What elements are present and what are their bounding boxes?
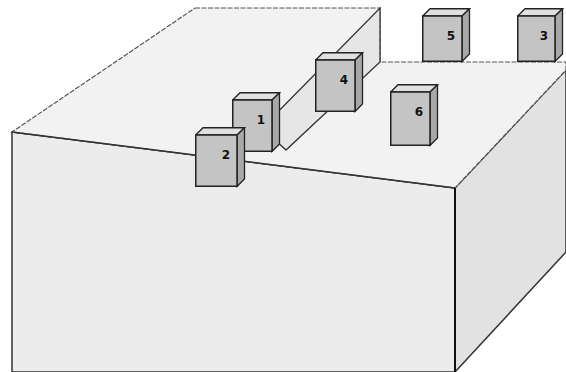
- callout-number: 1: [257, 113, 265, 127]
- numbered-cube: 5: [422, 8, 470, 62]
- callout-number: 4: [340, 73, 348, 87]
- top-face: [12, 8, 566, 188]
- cube-outline: [390, 84, 439, 147]
- cube-outline: [315, 52, 364, 113]
- callout-number: 5: [447, 29, 455, 43]
- numbered-cube: 3: [517, 8, 563, 62]
- numbered-cube: 6: [390, 84, 438, 146]
- callout-number: 2: [222, 148, 230, 162]
- numbered-cube: 4: [315, 52, 363, 112]
- numbered-cube: 2: [195, 127, 245, 187]
- corner-edge: [454, 188, 456, 372]
- callout-number: 6: [415, 105, 423, 119]
- callout-number: 3: [540, 29, 548, 43]
- front-edge: [12, 132, 455, 188]
- cube-outline: [422, 8, 471, 63]
- cube-outline: [195, 127, 246, 188]
